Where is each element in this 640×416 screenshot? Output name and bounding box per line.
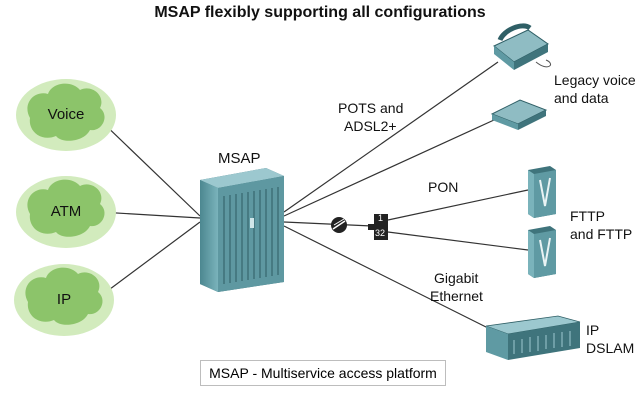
ipdslam-label-line2: DSLAM (586, 340, 635, 356)
pots-label-line2: ADSL2+ (344, 118, 397, 134)
pots-label-line1: POTS and (338, 100, 404, 116)
ont-device-1 (528, 166, 556, 218)
cloud-label-ip: IP (56, 291, 72, 308)
diagram-title: MSAP flexibly supporting all configurati… (154, 4, 486, 21)
ipdslam-label-line1: IP (586, 322, 600, 338)
splitter-number-32: 32 (375, 228, 386, 238)
pon-label: PON (428, 179, 459, 195)
line-atm-msap (99, 211, 201, 219)
fttp-label-line1: FTTP (570, 208, 605, 224)
optical-splitter-icon (368, 214, 388, 240)
msap-chassis (200, 168, 284, 292)
line-ip-msap (97, 221, 201, 299)
cloud-atm (16, 176, 116, 248)
cloud-voice (16, 79, 116, 151)
line-msap-phone (283, 61, 499, 213)
msap-label: MSAP (218, 150, 261, 167)
telephone-icon (493, 23, 551, 70)
legacy-label-line1: Legacy voice (554, 72, 636, 88)
ip-dslam-icon (485, 315, 581, 360)
line-msap-dslam (283, 225, 489, 329)
legacy-label-line2: and data (554, 90, 609, 106)
fttp-label-line2: and FTTP (570, 226, 633, 242)
line-msap-modem (283, 119, 495, 217)
footnote-box: MSAP - Multiservice access platform (200, 360, 446, 386)
splitter-number-1: 1 (378, 213, 384, 223)
gigabit-label-line2: Ethernet (430, 288, 483, 304)
line-voice-msap (97, 117, 201, 217)
line-splitter-ont1 (387, 189, 529, 221)
gigabit-label-line1: Gigabit (434, 270, 479, 286)
footnote-text: MSAP - Multiservice access platform (209, 365, 437, 381)
line-msap-splitter (283, 221, 373, 227)
ont-device-2 (528, 226, 556, 278)
splitter-disc-icon (331, 217, 347, 233)
connector-lines (97, 61, 529, 329)
cloud-label-voice: Voice (47, 106, 85, 123)
cloud-label-atm: ATM (50, 203, 82, 220)
modem-icon (490, 99, 548, 130)
line-splitter-ont2 (387, 231, 529, 251)
cloud-ip (14, 264, 114, 336)
